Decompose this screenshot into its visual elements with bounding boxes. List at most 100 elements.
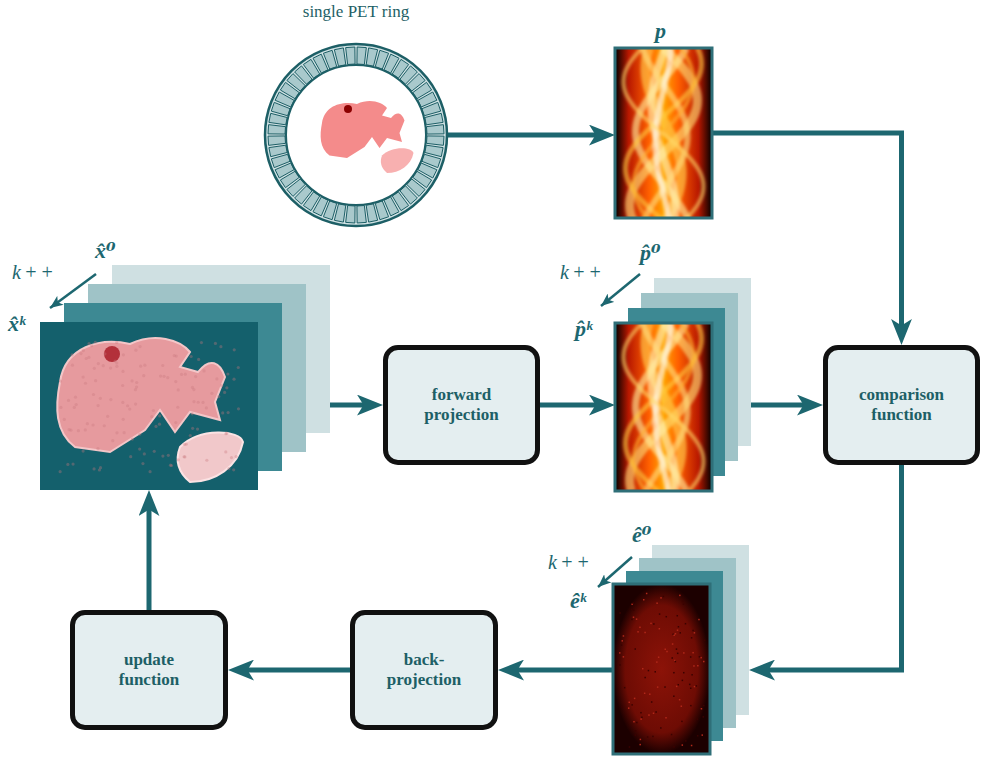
noise-dot: [690, 705, 692, 707]
noise-dot: [672, 643, 674, 645]
noise-dot: [97, 362, 100, 365]
noise-dot: [683, 652, 685, 654]
noise-dot: [697, 665, 699, 667]
noise-dot: [223, 391, 226, 394]
noise-dot: [631, 704, 633, 706]
noise-dot: [699, 656, 701, 658]
noise-dot: [135, 385, 138, 388]
noise-dot: [82, 349, 85, 352]
noise-dot: [167, 454, 170, 457]
noise-dot: [677, 615, 679, 617]
noise-dot: [634, 698, 636, 700]
noise-dot: [59, 406, 62, 409]
node-heading: x̂⁰: [95, 240, 116, 262]
noise-dot: [154, 425, 157, 428]
noise-dot: [675, 633, 677, 635]
noise-dot: [636, 722, 638, 724]
noise-dot: [158, 423, 161, 426]
noise-dot: [166, 376, 169, 379]
noise-dot: [183, 455, 186, 458]
noise-dot: [182, 455, 185, 458]
sinogram-trace: [624, 323, 704, 491]
noise-dot: [233, 348, 236, 351]
noise-dot: [673, 672, 675, 674]
node-heading: single PET ring: [204, 3, 508, 20]
detector-block: [268, 125, 285, 134]
noise-dot: [121, 384, 124, 387]
noise-dot: [694, 632, 696, 634]
noise-dot: [96, 404, 99, 407]
noise-dot: [677, 629, 679, 631]
noise-dot: [682, 744, 684, 746]
sinogram-stack: p̂⁰p̂ᵏ: [615, 278, 751, 491]
noise-dot: [656, 661, 658, 663]
noise-dot: [237, 366, 240, 369]
noise-dot: [224, 450, 227, 453]
detector-block: [346, 206, 355, 223]
noise-dot: [126, 404, 129, 407]
noise-dot: [59, 379, 62, 382]
noise-dot: [689, 684, 691, 686]
error-stack: ê⁰êᵏ: [613, 545, 749, 754]
noise-dot: [115, 431, 118, 434]
noise-dot: [131, 438, 134, 441]
noise-dot: [683, 672, 685, 674]
noise-dot: [197, 358, 200, 361]
detector-block: [427, 136, 444, 145]
node-heading: p̂⁰: [640, 242, 661, 264]
noise-dot: [639, 627, 641, 629]
noise-dot: [647, 736, 649, 738]
flow-arrow: [751, 403, 813, 408]
node-heading: x̂ᵏ: [8, 313, 25, 335]
noise-dot: [703, 705, 705, 707]
noise-dot: [682, 680, 684, 682]
sinogram-graphic: [615, 48, 712, 218]
noise-dot: [87, 342, 90, 345]
noise-dot: [170, 464, 173, 467]
iteration-label: k++: [548, 552, 593, 572]
noise-dot: [648, 670, 650, 672]
stack-front: [40, 322, 258, 490]
process-box: comparison function: [823, 345, 980, 465]
noise-dot: [636, 618, 638, 620]
noise-dot: [619, 652, 621, 654]
noise-dot: [681, 721, 683, 723]
flow-arrow: [508, 668, 613, 673]
noise-dot: [640, 712, 642, 714]
noise-dot: [681, 705, 683, 707]
noise-dot: [679, 595, 681, 597]
noise-dot: [75, 403, 78, 406]
measured-sinogram: p: [615, 48, 712, 218]
noise-dot: [700, 657, 702, 659]
noise-dot: [639, 744, 641, 746]
noise-dot: [225, 386, 228, 389]
sinogram-frame: [615, 48, 712, 218]
noise-dot: [224, 432, 227, 435]
ring-graphic: [264, 43, 448, 227]
noise-dot: [189, 434, 192, 437]
noise-dot: [651, 701, 653, 703]
noise-dot: [679, 699, 681, 701]
noise-dot: [177, 458, 180, 461]
flow-arrow: [147, 500, 152, 610]
noise-dot: [629, 746, 631, 748]
noise-dot: [210, 392, 213, 395]
noise-dot: [92, 467, 95, 470]
noise-dot: [641, 717, 643, 719]
noise-dot: [685, 623, 687, 625]
noise-dot: [169, 464, 172, 467]
noise-dot: [643, 599, 645, 601]
noise-dot: [619, 664, 621, 666]
detector-block: [425, 113, 443, 124]
noise-dot: [59, 470, 62, 473]
noise-dot: [191, 427, 194, 430]
noise-dot: [175, 354, 178, 357]
node-heading: p̂ᵏ: [575, 318, 592, 340]
noise-dot: [128, 408, 131, 411]
stack-front: [613, 584, 710, 754]
sinogram-trace: [624, 48, 704, 218]
noise-dot: [91, 423, 94, 426]
noise-dot: [690, 656, 692, 658]
noise-dot: [139, 365, 142, 368]
